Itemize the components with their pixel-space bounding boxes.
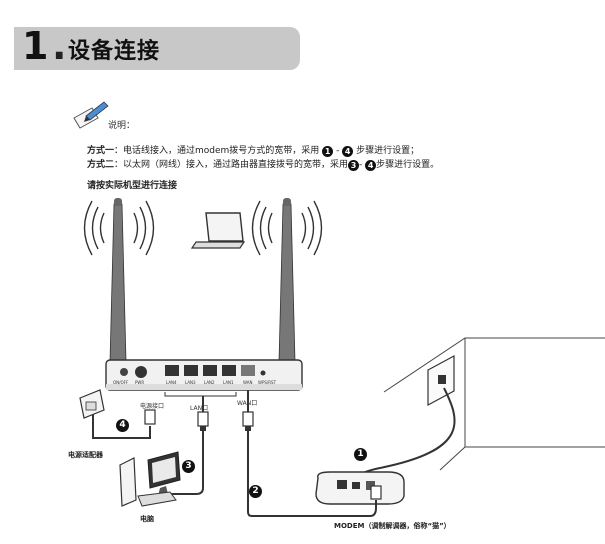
wifi-signal-right-icon: [251, 200, 323, 256]
phone-socket-icon: [427, 354, 455, 407]
diagram-step-1: 1: [354, 448, 367, 461]
wan-cable: [247, 390, 377, 517]
wan-port-label: WAN口: [237, 400, 258, 407]
modem-label: MODEM（调制解调器，俗称“猫”）: [334, 522, 451, 530]
method-one-tail: 步骤进行设置；: [356, 146, 420, 156]
section-header-bar: [14, 27, 300, 70]
router-lan4-port: [165, 365, 179, 376]
wall-outline: [383, 337, 605, 471]
method-one-text: ：电话线接入，通过modem拨号方式的宽带，采用: [114, 146, 320, 156]
phone-cable: [352, 387, 456, 486]
step-badge-4b: 4: [365, 160, 377, 171]
lan-cable: [168, 396, 204, 495]
power-plug-icon: [144, 409, 156, 425]
port-label-lan2: LAN2: [204, 380, 215, 385]
port-label-lan1: LAN1: [223, 380, 234, 385]
port-label-lan3: LAN3: [185, 380, 196, 385]
lan-plug-icon: [197, 411, 209, 431]
step-badge-1: 1: [322, 146, 334, 157]
router-wan-port: [241, 365, 255, 376]
router-device: [105, 359, 303, 391]
wan-plug-icon: [242, 411, 254, 431]
note-subtitle: 请按实际机型进行连接: [87, 181, 178, 191]
port-label-wps: WPS/RST: [258, 380, 277, 385]
method-one-title: 方式一: [87, 146, 115, 156]
note-label: 说明：: [108, 121, 136, 131]
router-power-port: [135, 366, 147, 378]
section-number: 1: [22, 24, 49, 68]
method-one-line: 方式一：电话线接入，通过modem拨号方式的宽带，采用 1 - 4 步骤进行设置…: [87, 143, 419, 157]
port-label-lan4: LAN4: [166, 380, 177, 385]
wifi-signal-left-icon: [83, 200, 155, 256]
diagram-step-3: 3: [182, 460, 195, 473]
modem-plug-icon: [370, 485, 382, 500]
port-label-onoff: ON/OFF: [113, 380, 129, 385]
section-title: 设备连接: [68, 39, 161, 64]
method-two-text: ：以太网（网线）接入，通过路由器直接拨号的宽带，采用: [114, 160, 349, 170]
diagram-step-2: 2: [249, 485, 262, 498]
router-lan3-port: [184, 365, 198, 376]
step-badge-3: 3: [348, 160, 360, 171]
method-two-dash: -: [359, 160, 363, 170]
power-adapter-icon: [79, 389, 105, 419]
diagram-step-4: 4: [116, 419, 129, 432]
lan-port-label: LAN口: [190, 405, 209, 412]
section-number-dot: .: [52, 24, 67, 68]
power-port-label: 电源接口: [140, 403, 165, 410]
step-badge-4: 4: [342, 146, 354, 157]
computer-label: 电脑: [140, 515, 154, 523]
note-pencil-icon: [73, 101, 109, 129]
method-two-title: 方式二: [87, 160, 115, 170]
method-two-tail: 步骤进行设置。: [376, 160, 440, 170]
adapter-label: 电源适配器: [68, 451, 103, 459]
router-lan1-port: [222, 365, 236, 376]
method-one-dash: -: [336, 146, 340, 156]
power-cable: [92, 410, 151, 439]
port-label-pwr: PWR: [135, 380, 145, 385]
desktop-computer-icon: [119, 451, 181, 507]
lan-ports-bracket: [164, 392, 237, 397]
router-wps-button: [260, 370, 266, 376]
port-label-wan: WAN: [243, 380, 253, 385]
router-antenna-left: [109, 198, 127, 363]
router-antenna-right: [278, 198, 296, 363]
router-power-switch: [120, 368, 128, 376]
router-lan2-port: [203, 365, 217, 376]
laptop-icon: [190, 212, 246, 249]
modem-device: [315, 471, 405, 505]
